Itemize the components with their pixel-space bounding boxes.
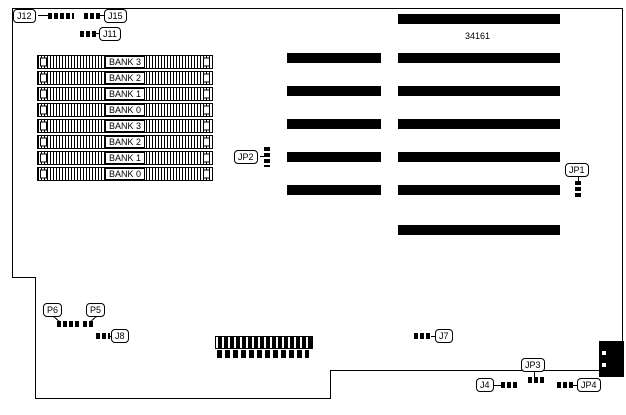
j15-pin-header bbox=[84, 13, 100, 19]
slot-cap-left bbox=[40, 89, 47, 99]
p6-pin-header bbox=[57, 321, 79, 327]
label-jp1: JP1 bbox=[565, 163, 589, 177]
label-jp2: JP2 bbox=[234, 150, 258, 164]
expansion-slot bbox=[287, 185, 381, 195]
expansion-slot bbox=[287, 53, 381, 63]
expansion-slot bbox=[287, 119, 381, 129]
label-jp3: JP3 bbox=[521, 358, 545, 372]
slot-cap-left bbox=[40, 121, 47, 131]
slot-cap-left bbox=[40, 57, 47, 67]
slot-cap-right bbox=[203, 89, 210, 99]
simm-slot: BANK 1 bbox=[37, 151, 213, 165]
label-p5: P5 bbox=[86, 303, 106, 317]
j7-pin-header bbox=[414, 333, 431, 339]
bank-label: BANK 1 bbox=[104, 88, 146, 100]
label-j8: J8 bbox=[111, 329, 129, 343]
bank-label: BANK 0 bbox=[104, 104, 146, 116]
keyboard-din-connector bbox=[599, 341, 624, 377]
expansion-slot bbox=[398, 14, 560, 24]
expansion-slot bbox=[398, 225, 560, 235]
jp1-pin-header bbox=[575, 181, 581, 199]
slot-cap-right bbox=[203, 73, 210, 83]
chip-label: 34161 bbox=[465, 31, 491, 41]
slot-cap-left bbox=[40, 73, 47, 83]
label-j11: J11 bbox=[99, 27, 121, 41]
p5-pin-header bbox=[83, 321, 95, 327]
simm-slot: BANK 0 bbox=[37, 167, 213, 181]
connector-pin-mark bbox=[602, 363, 606, 367]
bank-label: BANK 3 bbox=[104, 120, 146, 132]
label-j7: J7 bbox=[435, 329, 453, 343]
label-jp4: JP4 bbox=[577, 378, 601, 392]
simm-slot: BANK 2 bbox=[37, 135, 213, 149]
header-block-top bbox=[215, 336, 313, 349]
label-j12: J12 bbox=[13, 9, 36, 23]
label-p6: P6 bbox=[43, 303, 63, 317]
expansion-slot bbox=[398, 185, 560, 195]
jp4-pin-header bbox=[557, 382, 573, 388]
bank-label: BANK 1 bbox=[104, 152, 146, 164]
simm-slot: BANK 3 bbox=[37, 55, 213, 69]
slot-cap-right bbox=[203, 153, 210, 163]
slot-cap-right bbox=[203, 121, 210, 131]
expansion-slot bbox=[287, 86, 381, 96]
slot-cap-left bbox=[40, 153, 47, 163]
j11-pin-header bbox=[80, 31, 96, 37]
expansion-slot bbox=[398, 152, 560, 162]
slot-cap-right bbox=[203, 105, 210, 115]
j12-pin-header bbox=[48, 13, 74, 19]
slot-cap-right bbox=[203, 169, 210, 179]
simm-slot: BANK 0 bbox=[37, 103, 213, 117]
slot-cap-left bbox=[40, 137, 47, 147]
simm-slot: BANK 3 bbox=[37, 119, 213, 133]
jp3-pin-header bbox=[528, 377, 546, 383]
connector-pin-mark bbox=[602, 351, 606, 355]
bank-label: BANK 2 bbox=[104, 136, 146, 148]
header-block-bottom bbox=[217, 350, 309, 358]
j8-pin-header bbox=[96, 333, 110, 339]
j4-pin-header bbox=[501, 382, 517, 388]
slot-cap-right bbox=[203, 137, 210, 147]
simm-slot: BANK 2 bbox=[37, 71, 213, 85]
bank-label: BANK 3 bbox=[104, 56, 146, 68]
slot-cap-left bbox=[40, 169, 47, 179]
expansion-slot bbox=[287, 152, 381, 162]
expansion-slot bbox=[398, 53, 560, 63]
jp2-pin-header bbox=[264, 147, 270, 167]
slot-cap-left bbox=[40, 105, 47, 115]
expansion-slot bbox=[398, 119, 560, 129]
bank-label: BANK 0 bbox=[104, 168, 146, 180]
slot-cap-right bbox=[203, 57, 210, 67]
label-j4: J4 bbox=[476, 378, 494, 392]
expansion-slot bbox=[398, 86, 560, 96]
bank-label: BANK 2 bbox=[104, 72, 146, 84]
label-j15: J15 bbox=[104, 9, 127, 23]
simm-slot: BANK 1 bbox=[37, 87, 213, 101]
